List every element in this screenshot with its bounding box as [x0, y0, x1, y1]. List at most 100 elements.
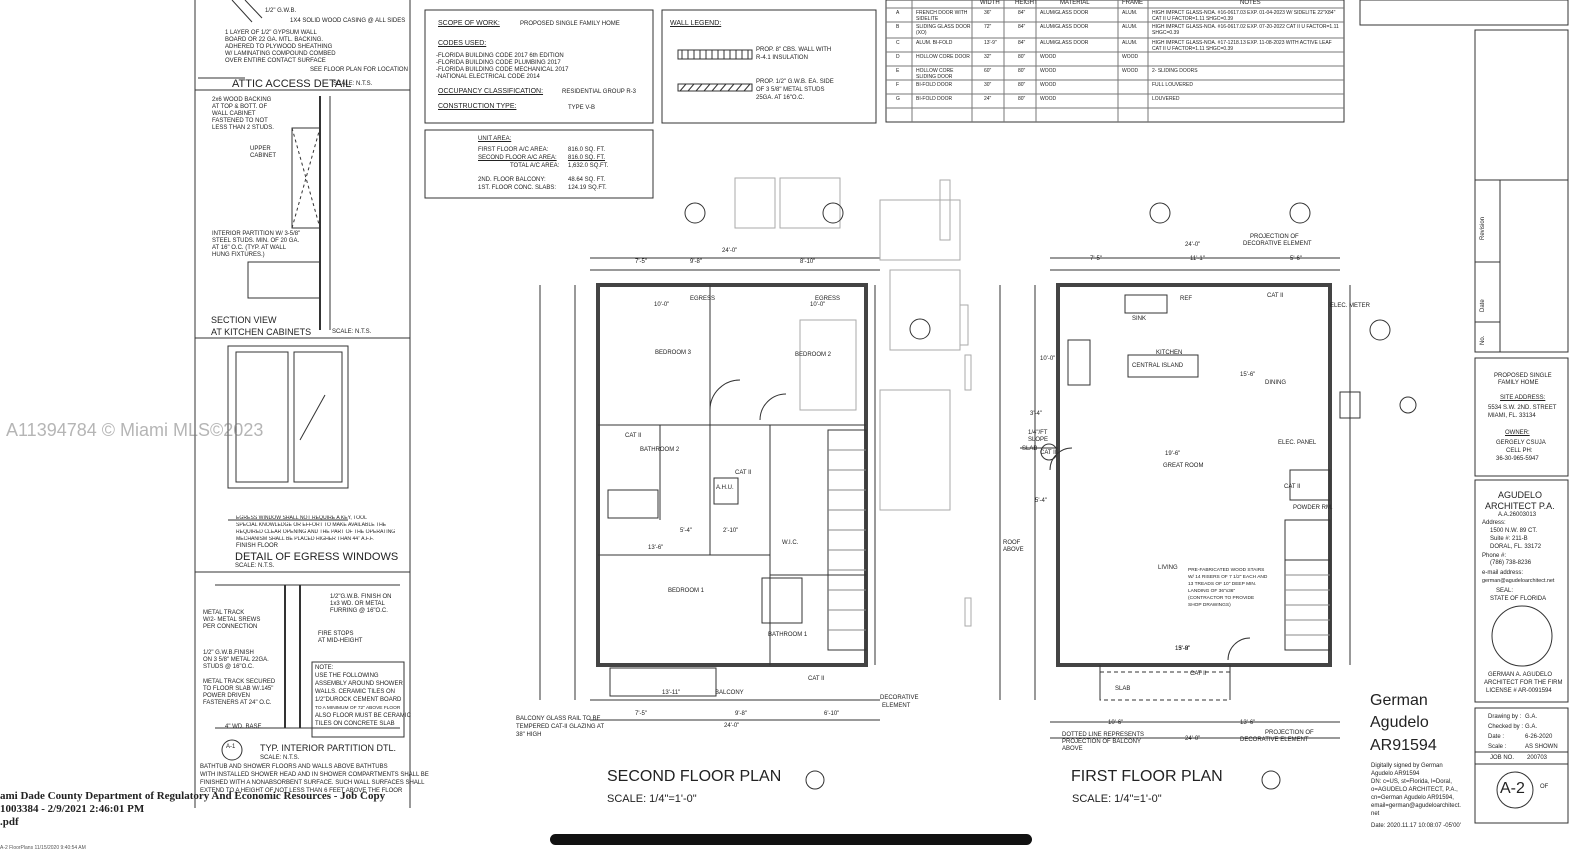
dimension: 2'-10" [723, 528, 739, 534]
door-cell-width: 30" [984, 82, 992, 88]
note-line: FIRE STOPS [318, 631, 354, 637]
wood-base-label: 4" WD. BASE [225, 724, 262, 730]
room-label: BEDROOM 2 [795, 352, 832, 358]
dimension: 13'-11" [662, 690, 681, 696]
attic-note-line: OVER ENTIRE CONTACT SURFACE [225, 58, 326, 64]
signature-line: Agudelo AR91594 [1371, 771, 1420, 777]
door-cell-material: ALUM/GLASS DOOR [1040, 24, 1089, 30]
checked-by-value: G.A. [1525, 724, 1538, 730]
revision-label: Revision [1480, 216, 1486, 240]
project-name: PROPOSED SINGLE [1494, 373, 1552, 379]
attic-note-line: ADHERED TO PLYWOOD SHEATHING [225, 44, 333, 50]
note-line: 1/2"G.W.B. FINISH ON [330, 594, 392, 600]
attic-gwb-label: 1/2" G.W.B. [265, 8, 297, 14]
wall-legend-title: WALL LEGEND: [670, 20, 722, 27]
address-label: Address: [1482, 520, 1506, 526]
note-line: TEMPERED CAT-II GLAZING AT [516, 724, 605, 730]
dimension: 15'-8" [1175, 646, 1191, 652]
note-line: EGRESS WINDOW SHALL NOT REQUIRE A KEY, T… [236, 515, 367, 521]
room-label: CAT II [625, 433, 642, 439]
note-line: USE THE FOLLOWING [315, 673, 379, 679]
door-cell-notes: HIGH IMPACT GLASS-NOA. #16-0617.02 EXP. … [1152, 24, 1339, 36]
decorative-element-label: ELEMENT [882, 703, 911, 709]
door-cell-width: 13'-9" [984, 40, 997, 46]
horizontal-scrollbar[interactable] [550, 834, 1032, 845]
note-line: SPECIAL KNOWLEDGE OR EFFORT TO MAKE AVAI… [236, 522, 387, 528]
wall-legend-gwb: PROP. 1/2" G.W.B. EA. SIDE [756, 79, 834, 85]
door-cell-material: WOOD [1040, 68, 1057, 74]
dimension: 13'-9" [1175, 646, 1191, 652]
dimension: 10'-0" [810, 302, 826, 308]
note-line: LANDING OF 36"x36" [1188, 588, 1236, 594]
room-label: EGRESS [815, 296, 841, 302]
job-label: JOB NO. [1490, 755, 1515, 761]
slope-label: SLOPE [1028, 437, 1049, 443]
owner-value: GERGELY CSUJA [1496, 440, 1546, 446]
door-cell-width: 60" [984, 68, 992, 74]
unit-area-title: UNIT AREA: [478, 136, 512, 142]
seal-label: SEAL: [1496, 588, 1514, 594]
door-cell-frame: WOOD [1122, 68, 1139, 74]
room-label: SLAB [1115, 686, 1131, 692]
note-line: DECORATIVE ELEMENT [1243, 241, 1312, 247]
door-cell-height: 84" [1018, 10, 1026, 16]
note-line: TILES ON CONCRETE SLAB [315, 721, 395, 727]
note-line: 1x3 WD. OR METAL [330, 601, 385, 607]
attic-note-line: SEE FLOOR PLAN FOR LOCATION [310, 67, 408, 73]
room-label: CAT II [1190, 671, 1207, 677]
door-cell-notes: HIGH IMPACT GLASS-NOA. #16-0617.03 EXP. … [1152, 10, 1336, 22]
room-label: BEDROOM 1 [668, 588, 705, 594]
phone-value: (786) 738-8236 [1490, 560, 1532, 566]
door-cell-tag: A [896, 10, 900, 16]
dimension: 24'-0" [722, 248, 738, 254]
drawing-by-value: G.A. [1525, 714, 1538, 720]
room-label: A.H.U. [716, 485, 734, 491]
note-line: WALL CABINET [212, 111, 256, 117]
door-cell-frame: WOOD [1122, 54, 1139, 60]
note-line: METAL TRACK [203, 610, 245, 616]
no-label: No. [1480, 335, 1486, 345]
first-floor-scale: SCALE: 1/4"=1'-0" [1072, 793, 1162, 805]
second-floor-title: SECOND FLOOR PLAN [607, 768, 782, 785]
county-stamp-line1: ami Dade County Department of Regulatory… [0, 790, 386, 802]
door-header: FRAME [1122, 0, 1143, 6]
door-cell-frame: ALUM. [1122, 10, 1138, 16]
door-cell-width: 32" [984, 54, 992, 60]
checked-by-label: Checked by : [1488, 724, 1524, 730]
door-header: NOTES [1240, 0, 1261, 6]
signature-line: DN: c=US, st=Florida, l=Doral, [1371, 779, 1452, 785]
kitchen-section-title: AT KITCHEN CABINETS [211, 327, 312, 337]
note-line: METAL TRACK SECURED [203, 679, 276, 685]
egress-detail-title: DETAIL OF EGRESS WINDOWS [235, 551, 399, 563]
dimension: 10'-0" [1040, 356, 1056, 362]
door-cell-notes: 2- SLIDING DOORS [1152, 68, 1198, 74]
scale-label: Scale : [1488, 744, 1507, 750]
note-line: PER CONNECTION [203, 624, 258, 630]
decorative-element-label: DECORATIVE [880, 695, 919, 701]
firm-name: AGUDELO [1498, 490, 1543, 500]
room-label: ELEC. METER [1330, 303, 1371, 309]
dimension: 7'-5" [635, 259, 647, 265]
door-cell-type: FRENCH DOOR WITH SIDELITE [916, 10, 968, 22]
note-line: 1/2" G.W.B.FINISH [203, 650, 254, 656]
room-label: BATHROOM 1 [768, 632, 808, 638]
slope-label: 1/4"/FT [1028, 430, 1048, 436]
site-address-label: SITE ADDRESS: [1500, 395, 1546, 401]
dimension: 10'-6" [1108, 720, 1124, 726]
dimension: 19'-6" [1165, 451, 1181, 457]
dimension: 5'-6" [1290, 256, 1302, 262]
signature-line: cn=German Agudelo AR91594, [1371, 795, 1454, 801]
upper-cabinet-label: CABINET [250, 153, 277, 159]
note-line: AT TOP & BOTT. OF [212, 104, 268, 110]
room-label: CAT II [808, 676, 825, 682]
room-label: CENTRAL ISLAND [1132, 363, 1184, 369]
dimension: 8'-10" [800, 259, 816, 265]
door-cell-width: 36" [984, 10, 992, 16]
wall-legend-gwb: 25GA. AT 16"O.C. [756, 95, 805, 101]
sheet-of-label: OF [1540, 784, 1549, 790]
firm-registration: A.A.26003013 [1498, 512, 1537, 518]
unit-area-value: 124.19 SQ.FT. [568, 185, 607, 191]
room-label: DINING [1265, 380, 1286, 386]
dimension: 3'-4" [1030, 411, 1042, 417]
upper-cabinet-label: UPPER [250, 146, 271, 152]
